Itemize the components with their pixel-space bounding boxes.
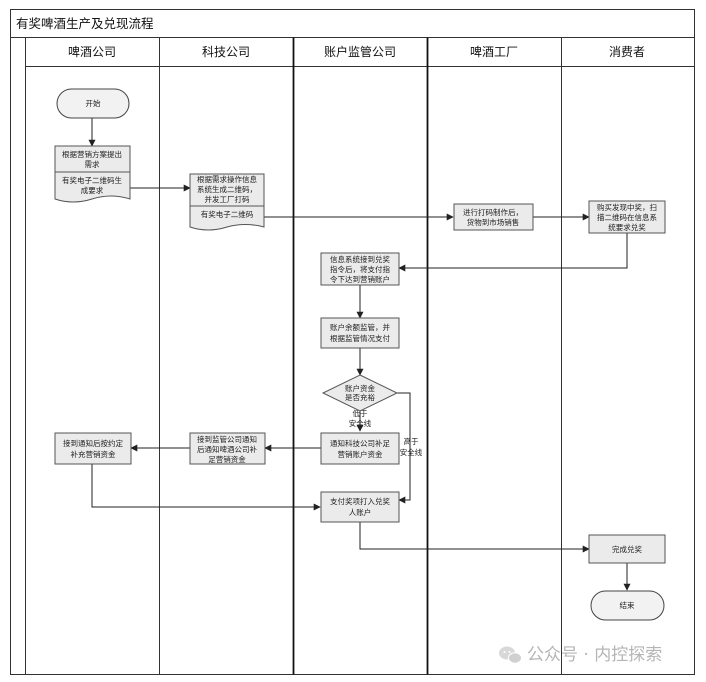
requirement-document <box>54 171 131 203</box>
start-label: 开始 <box>86 98 101 108</box>
redeem-complete-process <box>588 534 666 564</box>
end-label: 结束 <box>620 600 635 610</box>
buy-label-2: 描二维码在信息系 <box>597 212 657 222</box>
replenish-label-2: 补充营销资金 <box>71 449 116 459</box>
plan-label-2: 需求 <box>85 159 100 169</box>
watermark-text: 公众号 · 内控探索 <box>527 645 662 665</box>
wechat-icon <box>499 646 522 664</box>
payorder-label-2: 指令后，将支付指 <box>330 264 390 274</box>
edge-label-low-line: 安全线 <box>349 418 372 428</box>
lane-header-row <box>25 37 695 67</box>
qr-code-document <box>189 205 265 231</box>
payorder-label-1: 信息系统接到兑奖 <box>330 254 390 264</box>
pay-label-2: 人账户 <box>349 507 372 517</box>
edge-consumer-to-payorder <box>398 233 628 272</box>
start-terminal <box>56 88 130 119</box>
lane-label-beer-company: 啤酒公司 <box>68 44 116 59</box>
edge-decision-high <box>397 392 411 504</box>
edge-replenish-to-pay <box>91 464 321 511</box>
payorder-label-3: 令下达到营销账户 <box>330 274 390 284</box>
end-terminal <box>590 590 665 621</box>
lane-label-account-supervisor: 账户监管公司 <box>324 44 396 59</box>
edge-label-high: 高于 <box>404 436 419 446</box>
funds-sufficient-decision <box>321 374 399 412</box>
factory-label-1: 进行打码制作后， <box>463 207 523 217</box>
edge-label-low: 低于 <box>353 408 368 418</box>
buy-label-1: 购买发现中奖，扫 <box>597 202 657 212</box>
consumer-redeem-request <box>588 200 666 234</box>
plan-label-1: 根据营销方案提出 <box>62 149 122 159</box>
factory-printing-process <box>453 203 534 231</box>
complete-label: 完成兑奖 <box>612 544 642 554</box>
tech-notify-label-1: 接到监管公司通知 <box>197 434 257 444</box>
qr-generation-process <box>189 173 265 207</box>
notify-tech-process <box>320 432 400 465</box>
notify-tech-label-1: 通知科技公司补足 <box>330 438 390 448</box>
decision-label-2: 是否充裕 <box>345 392 375 402</box>
supervise-label-1: 账户余额监管，并 <box>330 322 390 332</box>
document1-label-2: 成要求 <box>81 185 104 195</box>
plan-process <box>54 145 131 173</box>
pay-label-1: 支付奖项打入兑奖 <box>330 496 390 506</box>
document2-label: 有奖电子二维码 <box>201 209 254 219</box>
tech-notify-process <box>189 432 266 465</box>
tech-notify-label-2: 后通知啤酒公司补 <box>197 444 257 454</box>
factory-label-2: 货物到市场销售 <box>467 217 520 227</box>
payment-order-process <box>320 252 400 286</box>
buy-label-3: 统要求兑奖 <box>608 222 646 232</box>
replenish-funds-process <box>54 432 132 465</box>
title-bar <box>10 9 695 38</box>
lane-label-beer-factory: 啤酒工厂 <box>470 44 518 59</box>
lane-label-consumer: 消费者 <box>609 45 645 59</box>
decision-label-1: 账户资金 <box>345 383 375 393</box>
tech-label-3: 并发工厂打码 <box>205 194 250 204</box>
lane-label-tech-company: 科技公司 <box>202 45 250 59</box>
document1-label-1: 有奖电子二维码生 <box>62 175 122 185</box>
balance-supervision-process <box>320 317 400 349</box>
pay-prize-process <box>320 491 400 523</box>
lane-gutter <box>10 37 26 675</box>
edge-label-high-line: 安全线 <box>400 447 423 457</box>
tech-label-1: 根据需求操作信息 <box>197 174 257 184</box>
diagram-title: 有奖啤酒生产及兑现流程 <box>16 16 154 31</box>
edge-pay-to-complete <box>359 522 590 553</box>
notify-tech-label-2: 营销账户资金 <box>338 449 383 459</box>
replenish-label-1: 接到通知后按约定 <box>63 438 123 448</box>
tech-notify-label-3: 足营销资金 <box>208 454 246 464</box>
tech-label-2: 系统生成二维码， <box>197 184 257 194</box>
supervise-label-2: 根据监管情况支付 <box>330 333 390 343</box>
